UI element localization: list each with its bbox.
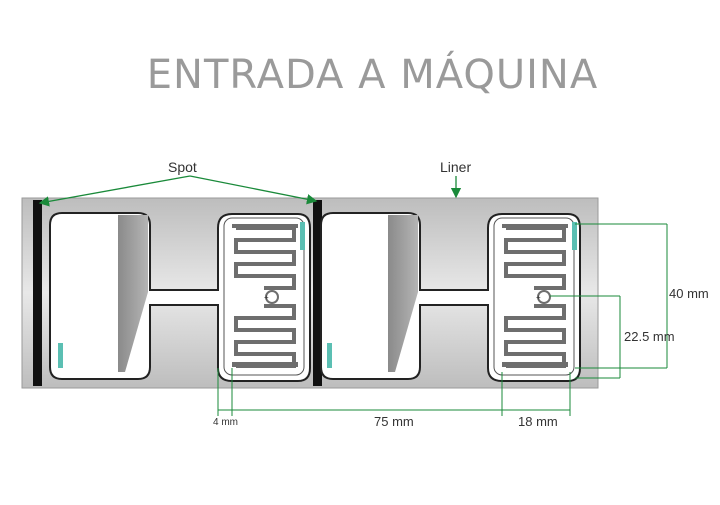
dim-4mm: 4 mm [213, 417, 238, 428]
page-title: ENTRADA A MÁQUINA [146, 52, 599, 98]
teal-mark [327, 343, 332, 368]
liner-label: Liner [440, 159, 471, 175]
dim-18mm: 18 mm [518, 414, 558, 429]
label-2 [320, 212, 581, 382]
dim-40mm: 40 mm [669, 286, 709, 301]
rfid-inlay-1: + [223, 217, 305, 376]
dim-75mm: 75 mm [374, 414, 414, 429]
spot-mark-1 [33, 200, 42, 386]
dim-22-5mm: 22.5 mm [624, 329, 675, 344]
spot-label: Spot [168, 159, 197, 175]
teal-mark [58, 343, 63, 368]
svg-text:+: + [264, 293, 269, 302]
spot-annotation [38, 175, 318, 207]
dimension-lines [217, 223, 668, 416]
label-1 [49, 212, 311, 382]
spot-mark-2 [313, 200, 322, 386]
svg-text:+: + [536, 293, 541, 302]
